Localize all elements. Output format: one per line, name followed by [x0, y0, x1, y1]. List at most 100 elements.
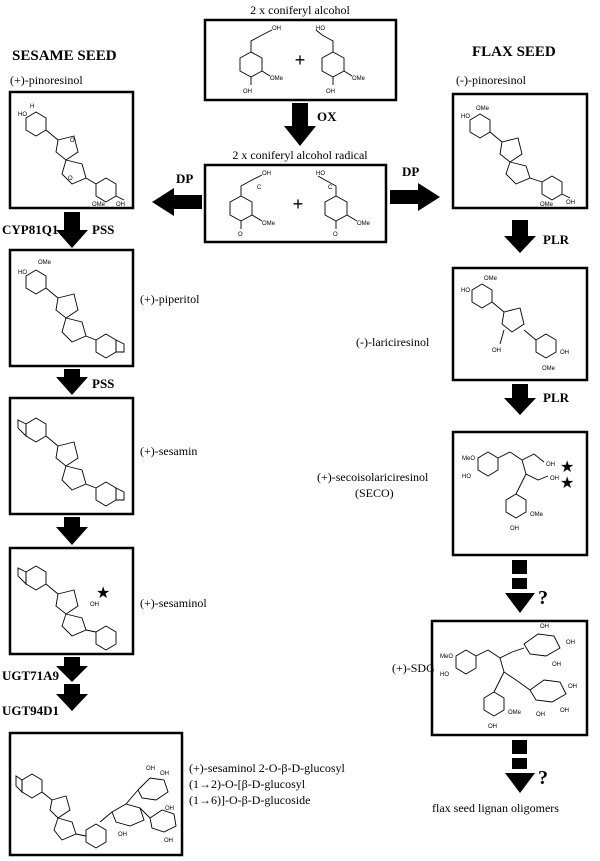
- pss-label-2: PSS: [92, 376, 114, 391]
- svg-text:OMe: OMe: [352, 76, 366, 82]
- pinoresinol-plus-structure: HO H O O OH OMe: [18, 104, 125, 208]
- svg-text:C: C: [257, 185, 262, 191]
- svg-text:OMe: OMe: [38, 260, 52, 266]
- seco-box: [451, 430, 589, 557]
- ox-label: OX: [317, 109, 337, 124]
- svg-text:OH: OH: [160, 771, 169, 777]
- svg-text:C: C: [328, 185, 333, 191]
- piperitol-label: (+)-piperitol: [140, 292, 200, 306]
- flax-seed-heading: FLAX SEED: [472, 44, 556, 60]
- seco-star-1: ★: [560, 459, 574, 476]
- svg-text:OH: OH: [488, 724, 497, 730]
- radical-title: 2 x coniferyl alcohol radical: [232, 148, 368, 162]
- svg-text:OMe: OMe: [476, 106, 490, 112]
- svg-text:O: O: [68, 176, 73, 182]
- svg-text:MeO: MeO: [462, 456, 475, 462]
- pinoresinol-minus-structure: HO OMe OH OMe: [461, 106, 575, 208]
- svg-text:OH: OH: [560, 350, 569, 356]
- pss-arrow-2: [56, 369, 88, 395]
- sdg-label: (+)-SDG: [392, 661, 435, 675]
- sesaminol-box: [8, 546, 135, 656]
- seco-star-2: ★: [560, 475, 574, 492]
- plr-arrow-1: [504, 220, 536, 253]
- seco-label-line-2: (SECO): [355, 486, 394, 500]
- ugt71a9-label: UGT71A9: [2, 668, 60, 683]
- svg-text:OH: OH: [566, 200, 575, 206]
- svg-text:OH: OH: [536, 712, 545, 718]
- svg-text:OH: OH: [568, 684, 577, 690]
- ox-arrow: [284, 103, 316, 146]
- ugt94d1-label: UGT94D1: [2, 703, 59, 718]
- dashed-arrow-1: [505, 560, 535, 613]
- svg-text:OH: OH: [116, 202, 125, 208]
- plr-label-2: PLR: [543, 390, 570, 405]
- svg-text:OH: OH: [164, 838, 173, 844]
- svg-text:OH: OH: [243, 89, 252, 95]
- ugt94d1-arrow: [56, 684, 88, 711]
- cyp81q1-arrow: [56, 212, 88, 248]
- svg-text:OH: OH: [326, 89, 335, 95]
- piperitol-box: [8, 248, 135, 368]
- svg-text:OMe: OMe: [357, 221, 371, 227]
- coniferyl-alcohol-title: 2 x coniferyl alcohol: [250, 3, 350, 17]
- dp-right-label: DP: [402, 164, 419, 179]
- pinoresinol-minus-box: [451, 92, 589, 210]
- sesaminol-glucoside-structure: OH OH OH OH OH: [15, 766, 177, 849]
- cyp81q1-label: CYP81Q1: [2, 222, 58, 237]
- seco-structure: MeO HO OH OH OH OMe: [462, 451, 559, 532]
- coniferyl-alcohol-structure-left: OH OH OMe: [239, 26, 284, 95]
- radical-structure-right: HO C O OMe: [316, 171, 371, 238]
- svg-text:OH: OH: [550, 476, 559, 482]
- svg-text:OMe: OMe: [262, 221, 276, 227]
- svg-text:OH: OH: [165, 806, 174, 812]
- svg-text:OMe: OMe: [484, 276, 498, 282]
- svg-text:OH: OH: [272, 26, 281, 32]
- sesame-seed-heading: SESAME SEED: [12, 48, 117, 64]
- svg-text:OH: OH: [560, 708, 569, 714]
- svg-text:OH: OH: [146, 766, 155, 772]
- lariciresinol-box: [451, 266, 589, 382]
- sdg-box: [430, 619, 589, 737]
- plr-arrow-2: [504, 384, 536, 415]
- sesamin-box: [8, 396, 135, 516]
- svg-text:HO: HO: [461, 288, 470, 294]
- svg-text:HO: HO: [18, 112, 27, 118]
- radical-box: [203, 163, 388, 244]
- svg-text:H: H: [30, 104, 34, 110]
- pinoresinol-plus-label: (+)-pinoresinol: [10, 73, 83, 87]
- sdg-structure: MeO HO OH OMe OH OH OH OH OH OH: [440, 624, 577, 730]
- lariciresinol-label: (-)-lariciresinol: [356, 335, 430, 349]
- svg-text:HO: HO: [440, 672, 449, 678]
- pinoresinol-minus-label: (-)-pinoresinol: [456, 73, 527, 87]
- flax-lignan-oligomers-label: flax seed lignan oligomers: [432, 801, 559, 815]
- sesaminol-star: ★: [96, 585, 110, 602]
- sesamin-label: (+)-sesamin: [140, 444, 197, 458]
- svg-text:OMe: OMe: [542, 366, 556, 372]
- svg-text:O: O: [333, 232, 338, 238]
- sesamin-to-sesaminol-arrow: [56, 517, 88, 545]
- svg-text:OMe: OMe: [530, 512, 544, 518]
- glucoside-label-line-1: (+)-sesaminol 2-O-β-D-glucosyl: [189, 761, 346, 775]
- svg-text:OH: OH: [262, 171, 271, 177]
- svg-text:OMe: OMe: [270, 76, 284, 82]
- question-mark-1: ?: [538, 587, 548, 609]
- sesamin-structure: [17, 417, 125, 507]
- svg-text:OH: OH: [566, 640, 575, 646]
- plr-label-1: PLR: [543, 232, 570, 247]
- svg-text:HO: HO: [18, 270, 27, 276]
- sesaminol-label: (+)-sesaminol: [140, 596, 207, 610]
- svg-text:OH: OH: [510, 526, 519, 532]
- lariciresinol-structure: HO OMe OH OH OMe: [461, 276, 569, 372]
- coniferyl-alcohol-structure-right: HO OH OMe: [315, 26, 366, 95]
- coniferyl-alcohol-box: [203, 18, 398, 102]
- svg-text:OH: OH: [118, 832, 127, 838]
- glucoside-label-line-2: (1→2)-O-[β-D-glucosyl: [189, 777, 306, 791]
- dp-right-arrow: [390, 183, 440, 211]
- svg-text:OH: OH: [540, 624, 549, 630]
- svg-text:OH: OH: [552, 662, 561, 668]
- plus-sign-top: +: [295, 50, 306, 70]
- svg-text:OH: OH: [546, 462, 555, 468]
- svg-text:HO: HO: [461, 114, 470, 120]
